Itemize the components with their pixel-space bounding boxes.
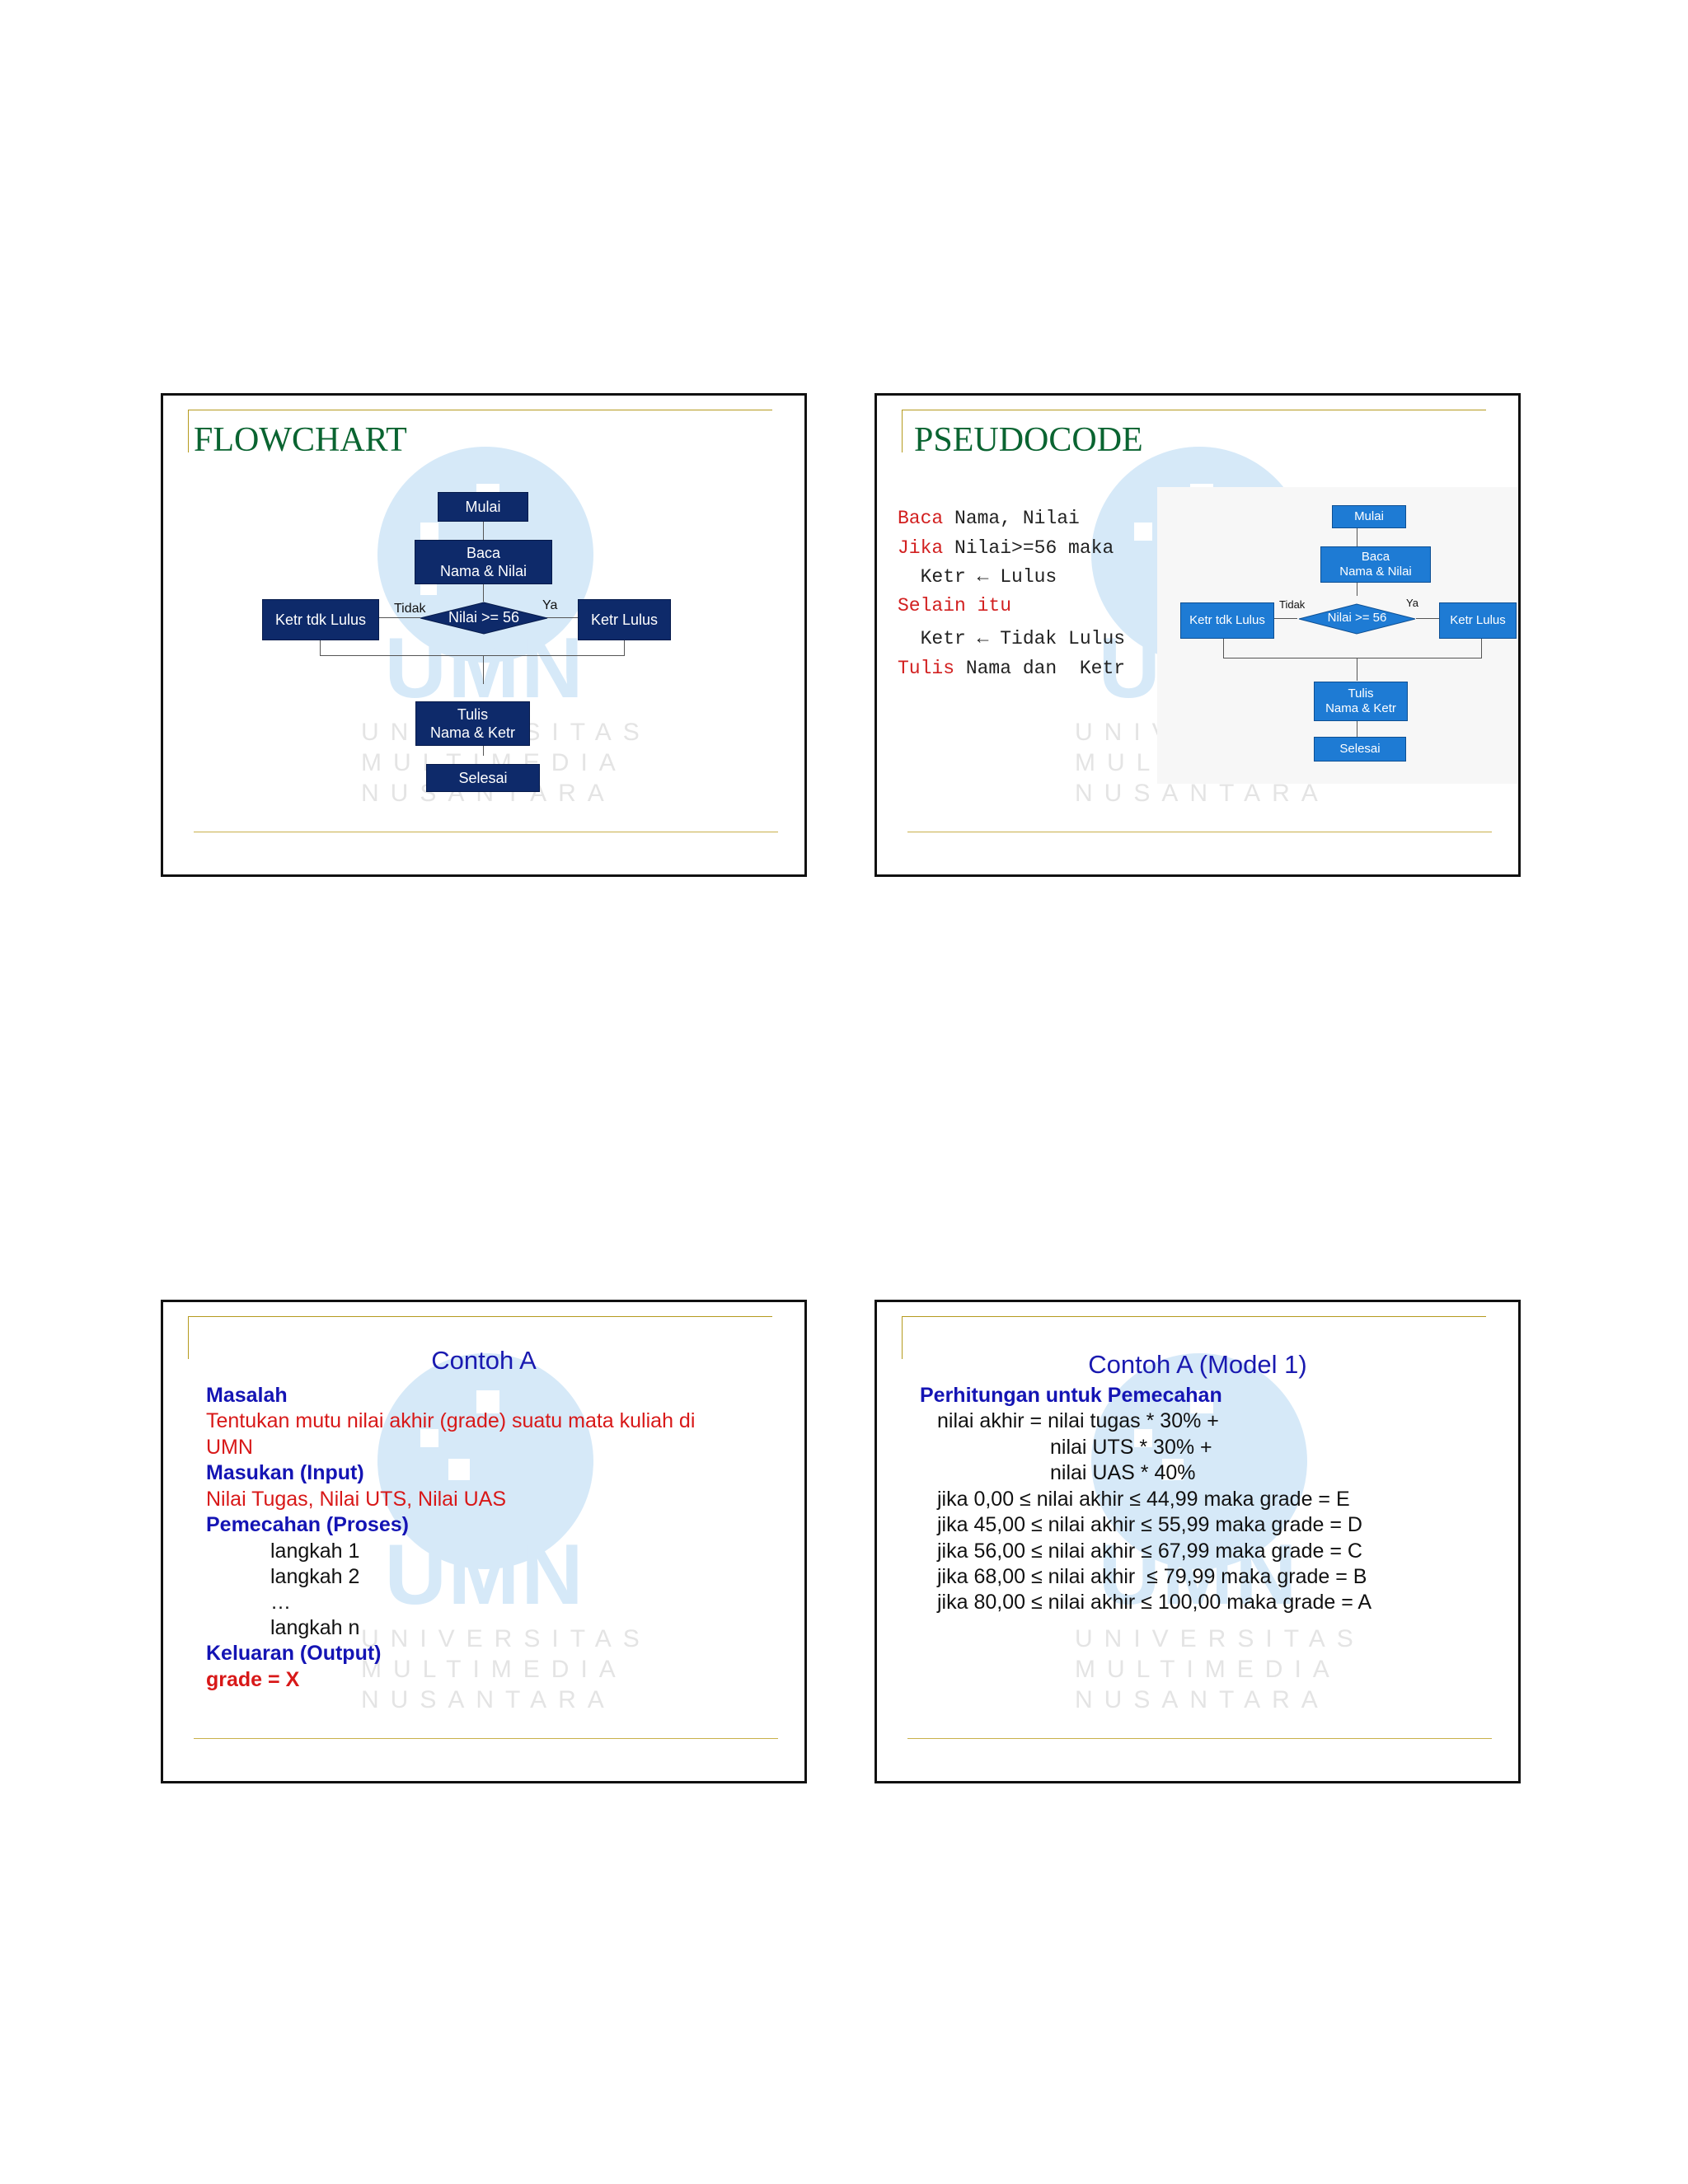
step-1: langkah 1 [270, 1540, 360, 1563]
slide-contoh-a-model-1: UMN UNIVERSITAS MULTIMEDIA NUSANTARA Con… [874, 1300, 1521, 1783]
masalah-text-1: Tentukan mutu nilai akhir (grade) suatu … [206, 1409, 696, 1432]
formula-line-3: nilai UAS * 40% [1050, 1461, 1196, 1484]
umn-watermark: UMN UNIVERSITAS MULTIMEDIA NUSANTARA [361, 1353, 640, 1724]
pass-node: Ketr Lulus [578, 599, 671, 640]
step-ellipsis: … [270, 1591, 291, 1614]
masalah-heading: Masalah [206, 1384, 288, 1407]
perhitungan-heading: Perhitungan untuk Pemecahan [920, 1384, 1222, 1407]
slide-title: Contoh A (Model 1) [1088, 1350, 1307, 1379]
slide-title: FLOWCHART [194, 421, 407, 459]
slide-flowchart: UMN UNIVERSITAS MULTIMEDIA NUSANTARA FLO… [161, 393, 807, 877]
grade-rule-c: jika 56,00 ≤ nilai akhir ≤ 67,99 maka gr… [937, 1540, 1362, 1563]
keluaran-heading: Keluaran (Output) [206, 1642, 382, 1665]
step-2: langkah 2 [270, 1565, 360, 1588]
slide-pseudocode: UMN UNIVERSITAS MULTIMEDIA NUSANTARA PSE… [874, 393, 1521, 877]
code-line-2: Jika Nilai>=56 maka [898, 537, 1114, 559]
code-line-1: Baca Nama, Nilai [898, 508, 1080, 529]
umn-watermark: UMN UNIVERSITAS MULTIMEDIA NUSANTARA [1075, 1353, 1353, 1724]
code-line-6: Tulis Nama dan Ketr [898, 658, 1126, 679]
code-line-4: Selain itu [898, 595, 1012, 616]
masukan-text: Nilai Tugas, Nilai UTS, Nilai UAS [206, 1488, 506, 1511]
grade-rule-b: jika 68,00 ≤ nilai akhir ≤ 79,99 maka gr… [937, 1565, 1367, 1588]
yes-branch-label: Ya [542, 598, 558, 612]
slide-title: PSEUDOCODE [914, 421, 1143, 459]
slide-title: Contoh A [431, 1346, 537, 1375]
start-node: Mulai [438, 492, 528, 522]
slide-contoh-a: UMN UNIVERSITAS MULTIMEDIA NUSANTARA Con… [161, 1300, 807, 1783]
umn-watermark: UMN UNIVERSITAS MULTIMEDIA NUSANTARA [361, 447, 640, 818]
no-branch-label: Tidak [394, 602, 426, 616]
grade-rule-e: jika 0,00 ≤ nilai akhir ≤ 44,99 maka gra… [937, 1488, 1350, 1511]
masalah-text-2: UMN [206, 1436, 253, 1459]
grade-rule-a: jika 80,00 ≤ nilai akhir ≤ 100,00 maka g… [937, 1591, 1372, 1614]
end-node: Selesai [426, 764, 540, 792]
fail-node: Ketr tdk Lulus [262, 599, 379, 640]
decision-node [420, 602, 548, 635]
formula-line-1: nilai akhir = nilai tugas * 30% + [937, 1409, 1219, 1432]
code-line-5: Ketr ← Tidak Lulus [898, 628, 1126, 649]
code-line-3: Ketr ← Lulus [898, 566, 1057, 588]
masukan-heading: Masukan (Input) [206, 1461, 364, 1484]
formula-line-2: nilai UTS * 30% + [1050, 1436, 1212, 1459]
pemecahan-heading: Pemecahan (Proses) [206, 1513, 409, 1536]
grade-rule-d: jika 45,00 ≤ nilai akhir ≤ 55,99 maka gr… [937, 1513, 1362, 1536]
keluaran-text: grade = X [206, 1668, 300, 1691]
step-n: langkah n [270, 1616, 360, 1639]
